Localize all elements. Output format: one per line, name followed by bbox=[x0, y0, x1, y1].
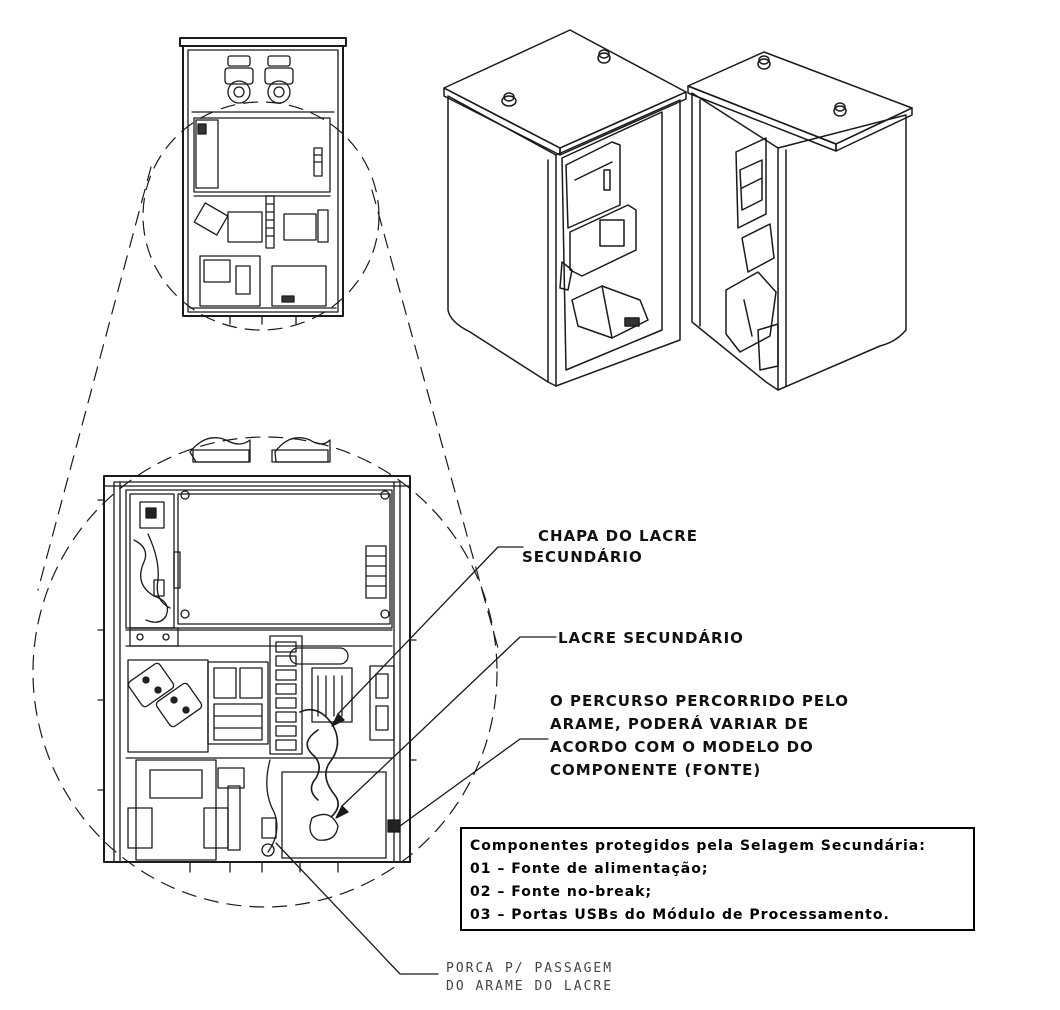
box-title: Componentes protegidos pela Selagem Secu… bbox=[470, 838, 926, 854]
callout-percurso-line4: COMPONENTE (FONTE) bbox=[550, 761, 762, 779]
callout-percurso-line3: ACORDO COM O MODELO DO bbox=[550, 738, 814, 756]
box-item-3: 03 – Portas USBs do Módulo de Processame… bbox=[470, 907, 890, 923]
cabinet-front-view-small bbox=[179, 37, 347, 325]
callout-lacre-secundario: LACRE SECUNDÁRIO bbox=[558, 629, 744, 647]
callout-percurso-line1: O PERCURSO PERCORRIDO PELO bbox=[550, 692, 849, 710]
cabinet-isometric-left bbox=[443, 29, 687, 387]
callout-percurso-line2: ARAME, PODERÁ VARIAR DE bbox=[550, 715, 810, 733]
leader-lines bbox=[275, 546, 557, 975]
box-item-1: 01 – Fonte de alimentação; bbox=[470, 861, 709, 877]
callout-chapa-line2: SECUNDÁRIO bbox=[522, 548, 643, 566]
callout-porca-line1: PORCA P/ PASSAGEM bbox=[446, 961, 614, 976]
cabinet-isometric-right bbox=[687, 51, 913, 391]
callout-porca-line2: DO ARAME DO LACRE bbox=[446, 979, 614, 994]
protected-components-box: Componentes protegidos pela Selagem Secu… bbox=[460, 827, 975, 931]
callout-chapa-line1: CHAPA DO LACRE bbox=[538, 527, 699, 545]
zoom-outline bbox=[32, 101, 499, 908]
box-item-2: 02 – Fonte no-break; bbox=[470, 884, 653, 900]
cabinet-detail-view bbox=[97, 437, 417, 873]
